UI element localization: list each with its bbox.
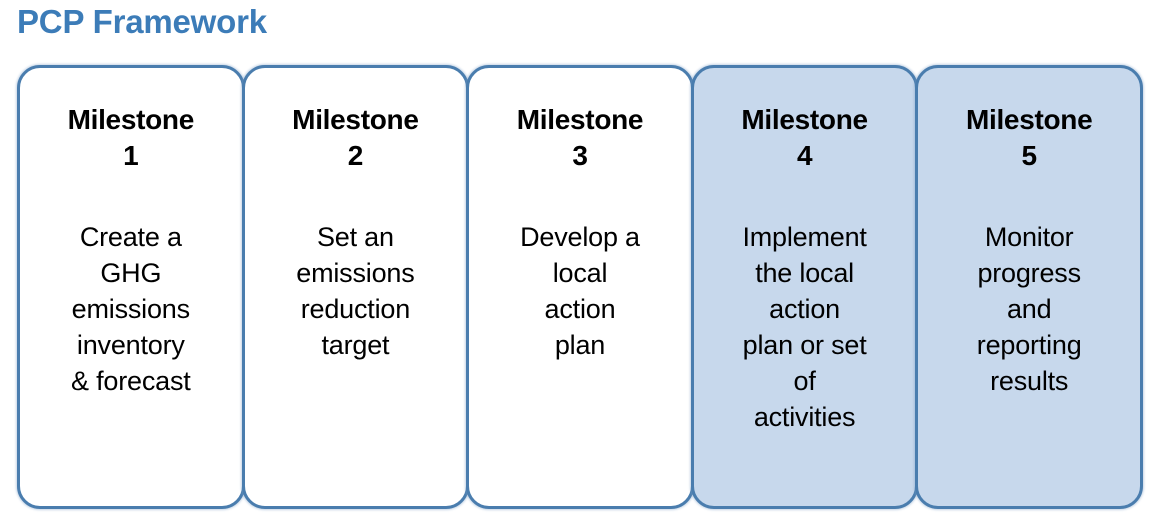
milestone-number-2: 2 [347, 140, 364, 171]
milestone-number-1: 1 [123, 140, 139, 171]
milestone-description-line-1-2: GHG [100, 258, 162, 288]
milestone-description-line-5-4: reporting [976, 330, 1082, 360]
milestone-description-line-1-5: & forecast [71, 366, 191, 396]
milestone-heading-3: Milestone 3 [477, 102, 683, 174]
milestone-heading-word-5: Milestone [965, 104, 1093, 135]
milestone-description-line-2-4: target [321, 330, 390, 360]
milestone-description-line-1-1: Create a [79, 222, 182, 252]
milestone-description-line-2-3: reduction [300, 294, 411, 324]
milestone-description-line-4-3: action [769, 294, 840, 324]
milestone-description-line-2-1: Set an [316, 222, 394, 252]
milestone-description-line-1-4: inventory [76, 330, 185, 360]
milestone-number-5: 5 [1021, 140, 1038, 171]
milestone-heading-5: Milestone 5 [926, 102, 1132, 174]
milestone-description-line-3-1: Develop a [520, 222, 640, 252]
milestone-description-line-3-3: action [544, 294, 616, 324]
milestone-description-line-5-3: and [1006, 294, 1052, 324]
milestone-description-line-4-6: activities [753, 402, 856, 432]
milestone-description-4: Implement the local action plan or set of act… [702, 219, 908, 435]
milestone-description-line-5-2: progress [977, 258, 1081, 288]
milestone-heading-word-1: Milestone [67, 104, 195, 135]
milestone-description-1: Create a GHG emissions inventory & forecast [28, 219, 234, 399]
milestone-description-5: Monitor progress and reporting results [926, 219, 1132, 399]
milestone-description-line-1-3: emissions [71, 294, 190, 324]
milestone-description-line-3-4: plan [554, 330, 606, 360]
milestone-heading-2: Milestone 2 [253, 102, 459, 174]
milestone-description-line-4-5: of [793, 366, 816, 396]
milestone-heading-word-3: Milestone [516, 104, 644, 135]
milestone-description-2: Set an emissions reduction target [253, 219, 459, 363]
milestone-description-line-4-4: plan or set [742, 330, 867, 360]
milestone-heading-1: Milestone 1 [28, 102, 234, 174]
page-title: PCP Framework [17, 3, 267, 40]
milestone-description-line-4-2: the local [755, 258, 854, 288]
milestone-description-line-4-1: Implement [742, 222, 867, 252]
milestone-description-line-3-2: local [552, 258, 608, 288]
milestone-description-line-5-5: results [990, 366, 1069, 396]
milestone-heading-word-2: Milestone [292, 104, 419, 135]
milestone-number-4: 4 [796, 140, 813, 171]
milestone-number-3: 3 [572, 140, 588, 171]
milestone-heading-4: Milestone 4 [702, 102, 908, 174]
milestone-description-line-5-1: Monitor [984, 222, 1074, 252]
milestone-description-3: Develop a local action plan [477, 219, 683, 363]
milestone-heading-word-4: Milestone [741, 104, 868, 135]
milestone-description-line-2-2: emissions [296, 258, 415, 288]
